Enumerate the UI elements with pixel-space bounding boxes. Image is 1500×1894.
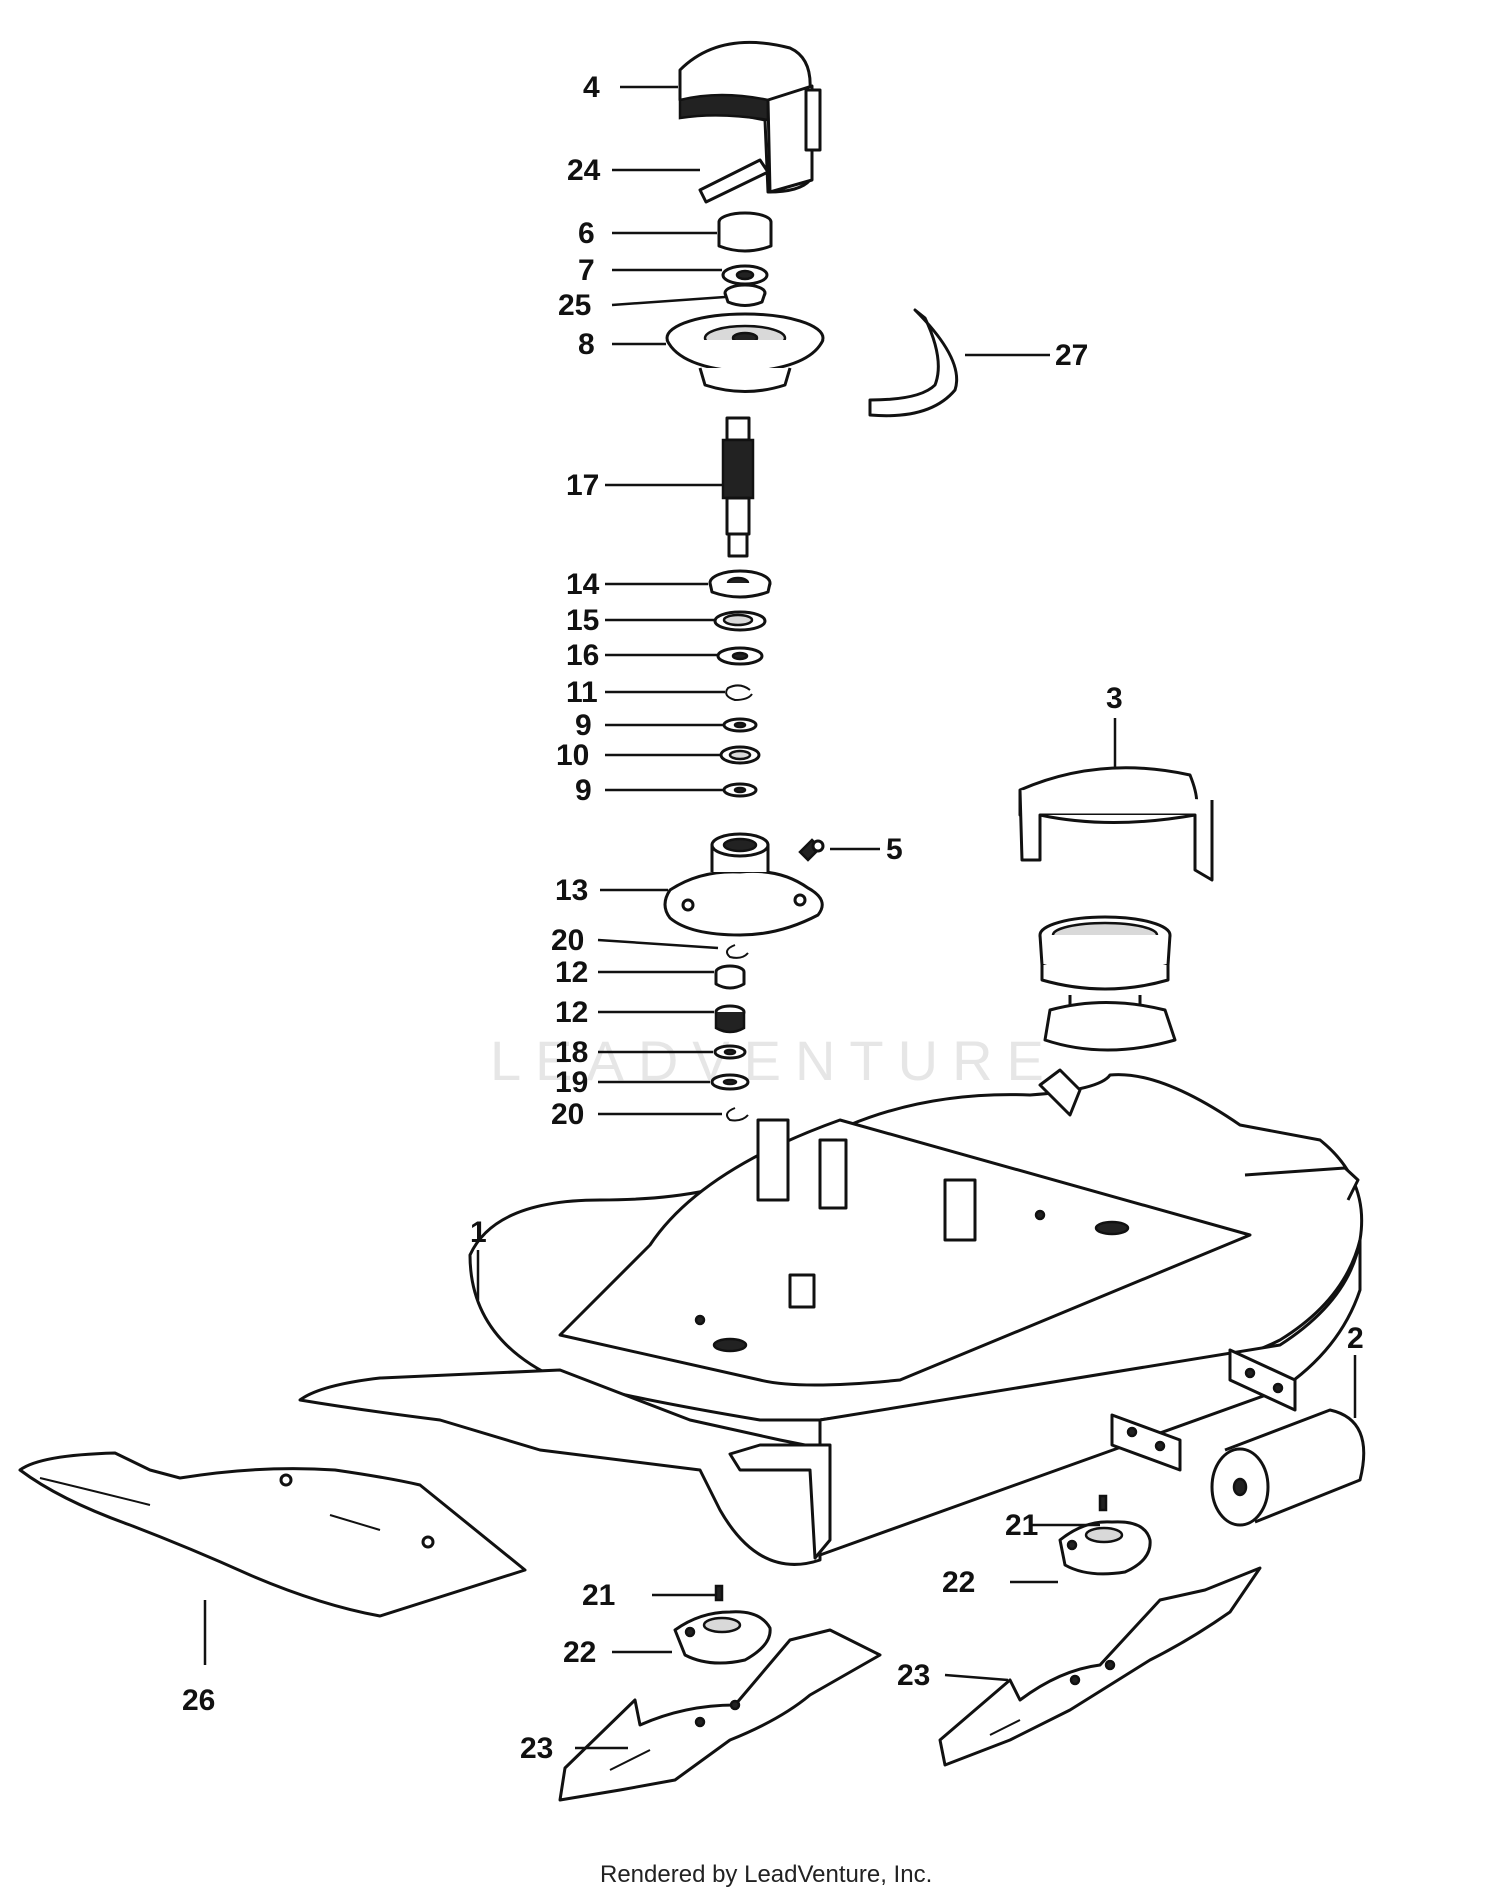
- leader-lines: [203, 85, 1357, 1750]
- part-27-belt: [868, 308, 959, 418]
- callout-7: 7: [578, 254, 595, 287]
- part-7-washer: [721, 264, 769, 286]
- callout-10: 10: [556, 739, 589, 772]
- callout-23-right: 23: [897, 1659, 930, 1692]
- part-20-snap-ring-top: [725, 944, 749, 959]
- deck-bracket-right-lower: [1110, 1413, 1182, 1472]
- callout-22-left: 22: [563, 1636, 596, 1669]
- callout-22-right: 22: [942, 1566, 975, 1599]
- callout-13: 13: [555, 874, 588, 907]
- callout-15: 15: [566, 604, 599, 637]
- part-4-cover: [678, 40, 822, 194]
- part-17-spindle-shaft: [721, 416, 755, 558]
- part-23-blade-left: [558, 1628, 882, 1802]
- part-5-grease-fitting: [798, 838, 825, 862]
- callout-16: 16: [566, 639, 599, 672]
- part-18-washer: [713, 1044, 747, 1060]
- callout-17: 17: [566, 469, 599, 502]
- part-2-roller: [1210, 1408, 1366, 1527]
- part-13-spindle-housing: [663, 832, 824, 937]
- part-25-spacer: [723, 283, 767, 307]
- callout-25: 25: [558, 289, 591, 322]
- callout-19: 19: [555, 1066, 588, 1099]
- part-12-bearing-bottom: [714, 1004, 746, 1034]
- part-3-pulley-guard: [1018, 766, 1214, 882]
- callout-20-top: 20: [551, 924, 584, 957]
- deck-bracket-right-upper: [1228, 1348, 1297, 1412]
- callout-3: 3: [1106, 682, 1123, 715]
- callout-9-bottom: 9: [575, 774, 592, 807]
- callout-12-bottom: 12: [555, 996, 588, 1029]
- callout-21-left: 21: [582, 1579, 615, 1612]
- part-24-rod: [698, 158, 770, 204]
- part-6-bushing: [717, 211, 773, 253]
- callout-4: 4: [583, 71, 600, 104]
- callout-18: 18: [555, 1036, 588, 1069]
- watermark-text: LEADVENTURE: [490, 1029, 1058, 1092]
- callout-21-right: 21: [1005, 1509, 1038, 1542]
- part-10-bearing: [719, 745, 761, 765]
- part-9-washer-bottom: [722, 782, 758, 798]
- part-23-blade-right: [938, 1566, 1262, 1767]
- callout-24: 24: [567, 154, 601, 187]
- right-spindle-assembly: [1038, 915, 1177, 1052]
- footer-credit: Rendered by LeadVenture, Inc.: [600, 1861, 932, 1888]
- part-14-bearing-cap: [708, 569, 772, 599]
- part-9-washer-top: [722, 717, 758, 733]
- part-11-retaining-ring: [725, 684, 753, 702]
- callout-12-top: 12: [555, 956, 588, 989]
- part-21-bolt-right: [1098, 1494, 1108, 1512]
- callout-labels: 4 24 6 7 25 8 27 17 14 15 16 11 9 10 9 3…: [182, 71, 1364, 1765]
- callout-6: 6: [578, 217, 595, 250]
- callout-23-left: 23: [520, 1732, 553, 1765]
- callout-14: 14: [566, 568, 600, 601]
- part-12-bearing-top: [714, 964, 746, 990]
- callout-1: 1: [470, 1216, 487, 1249]
- part-20-snap-ring-bottom: [725, 1107, 749, 1122]
- part-26-discharge-chute: [18, 1451, 527, 1618]
- callout-11: 11: [566, 676, 598, 709]
- callout-2: 2: [1347, 1322, 1364, 1355]
- part-22-blade-adapter-left: [673, 1610, 772, 1665]
- callout-5: 5: [886, 833, 903, 866]
- callout-8: 8: [578, 328, 595, 361]
- part-19-washer: [710, 1073, 750, 1091]
- callout-20-bottom: 20: [551, 1098, 584, 1131]
- part-16-washer: [716, 646, 764, 666]
- callout-9-top: 9: [575, 709, 592, 742]
- callout-27: 27: [1055, 339, 1088, 372]
- part-1-mower-deck: [298, 1068, 1364, 1566]
- callout-26: 26: [182, 1684, 215, 1717]
- part-21-bolt-left: [714, 1584, 724, 1602]
- part-15-seal: [713, 610, 767, 632]
- part-8-pulley: [665, 312, 825, 393]
- part-22-blade-adapter-right: [1058, 1520, 1152, 1576]
